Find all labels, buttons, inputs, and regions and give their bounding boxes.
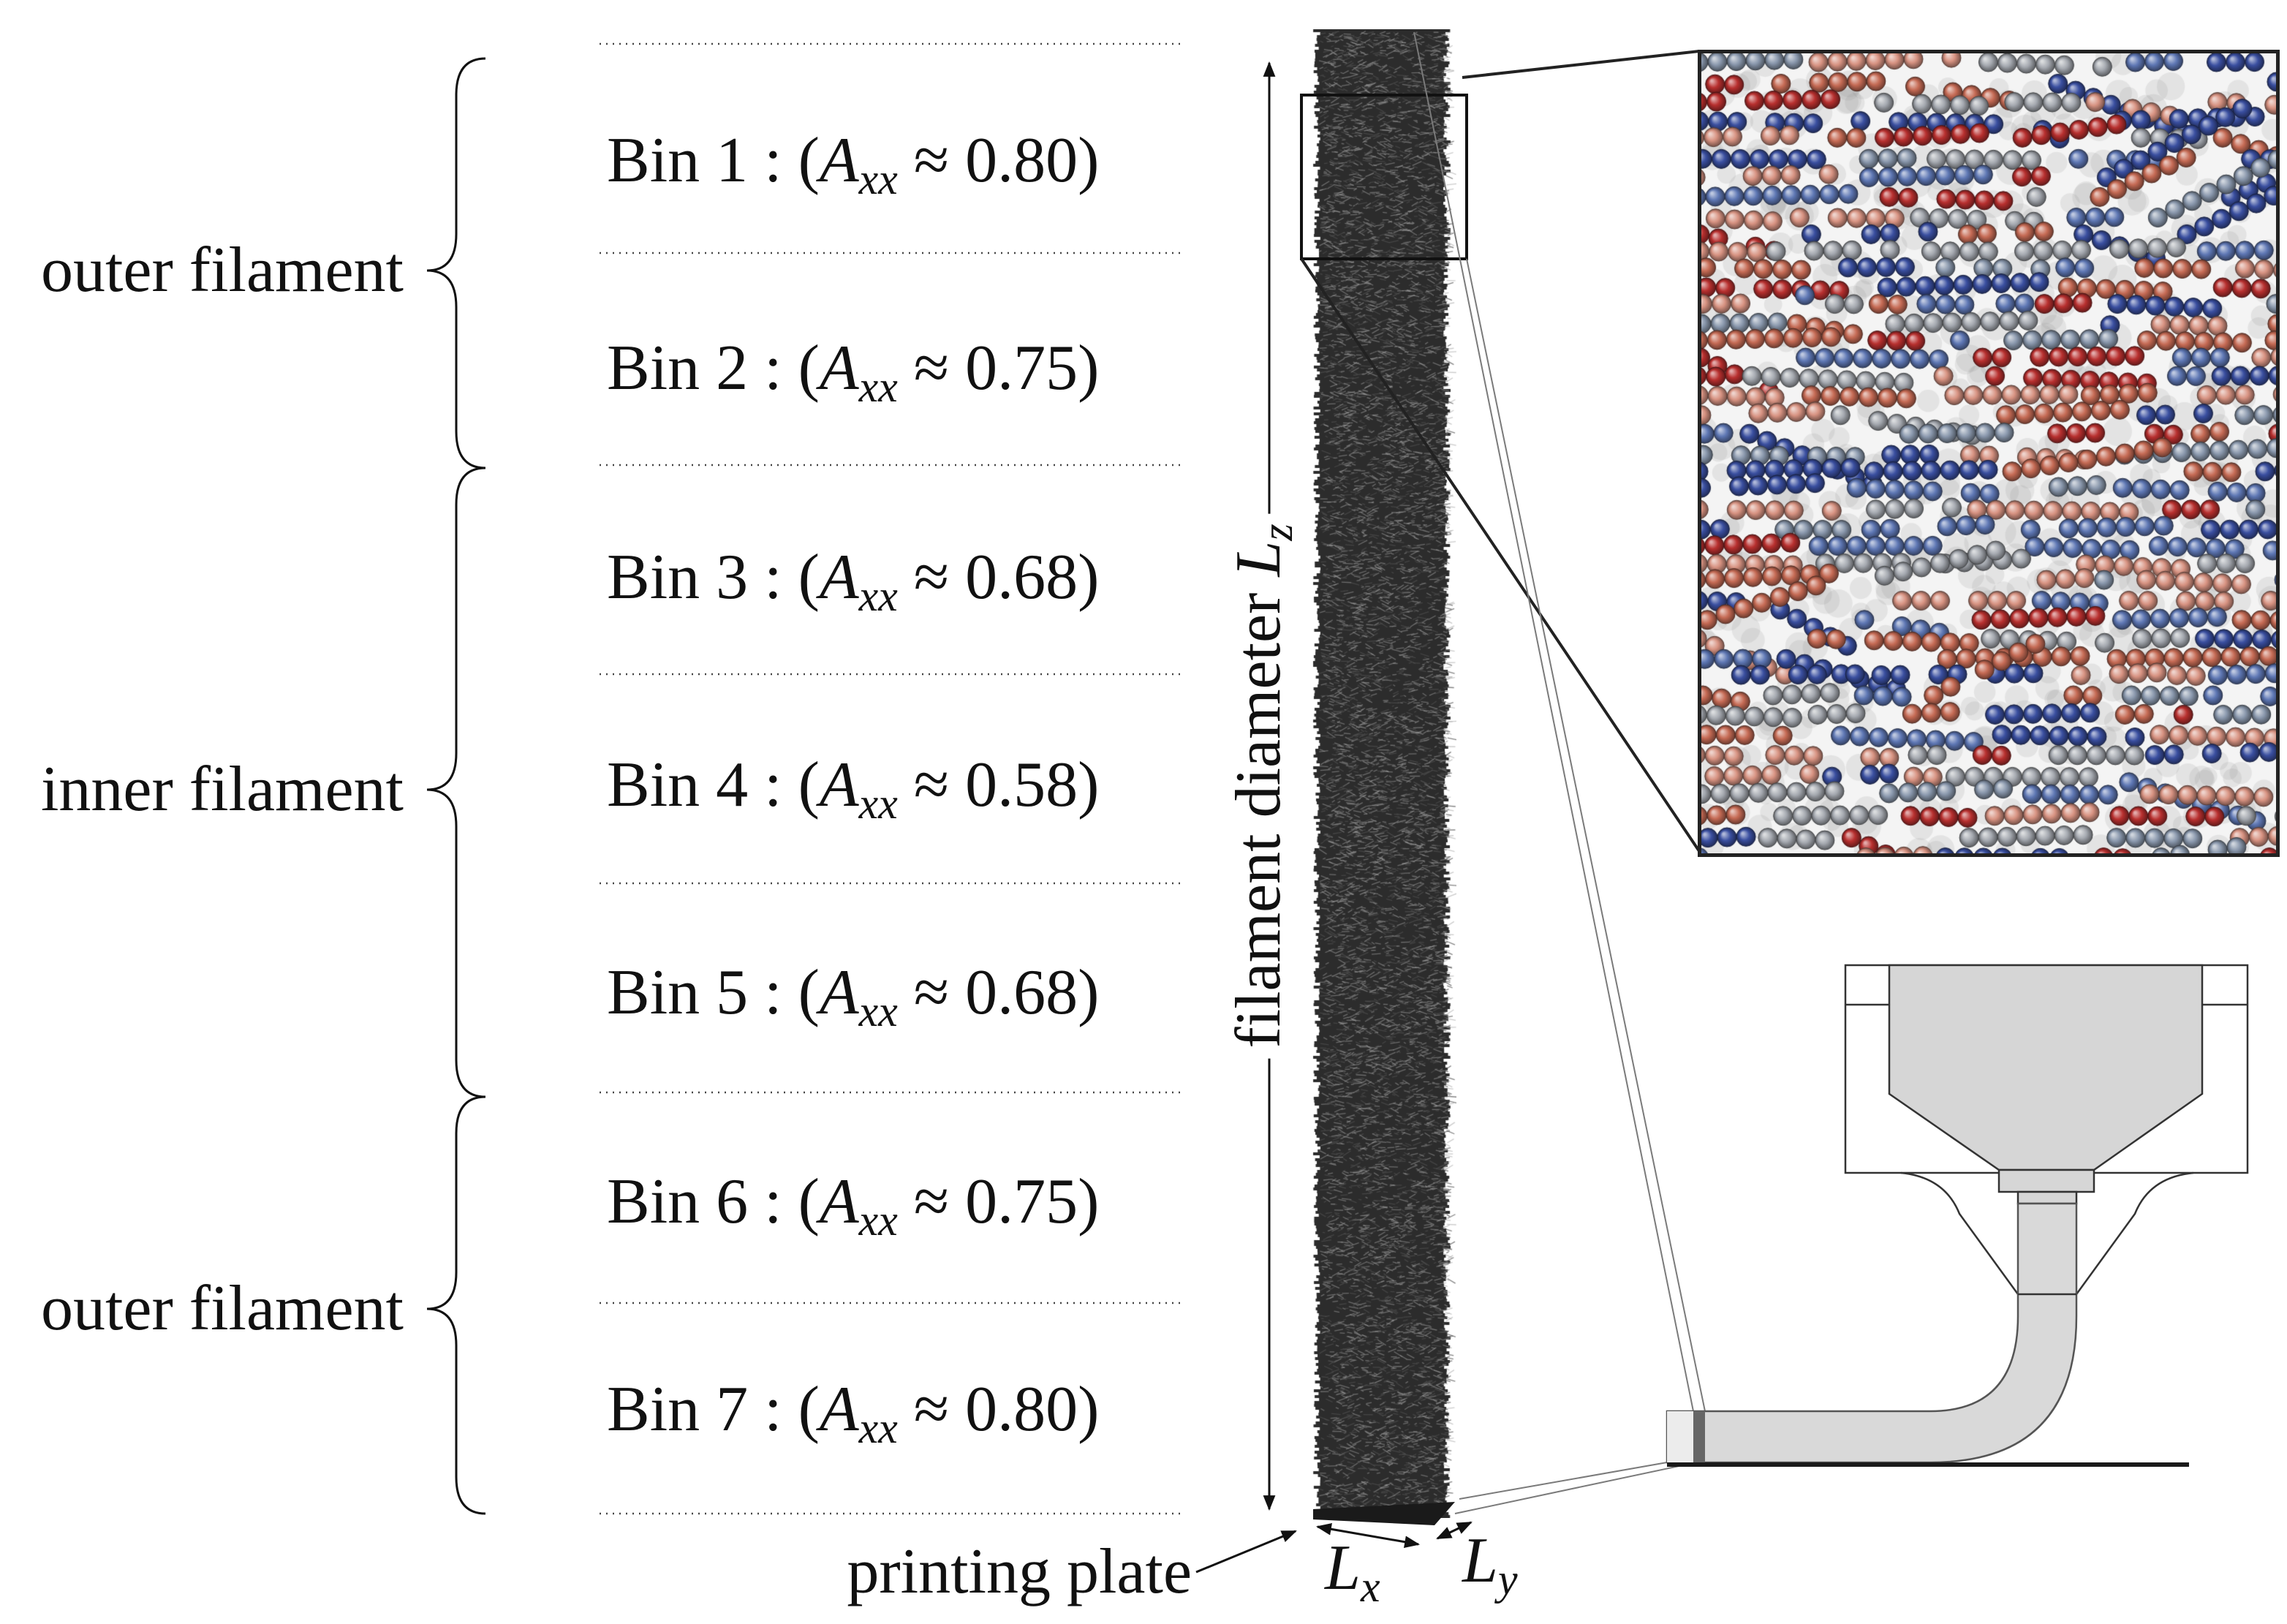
bin-label-2: Bin 2 : (Axx ≈ 0.75) (607, 328, 1099, 409)
outer-filament-brace-bottom (426, 1095, 486, 1515)
bin-label-prefix: Bin 7 : ( (607, 1374, 820, 1445)
axis-label-text: filament diameter (1223, 576, 1294, 1049)
projection-line (1454, 1462, 1697, 1514)
anisotropy-symbol: A (819, 957, 859, 1028)
nozzle-housing (1844, 964, 2249, 1174)
bin-label-value: ≈ 0.80) (897, 125, 1100, 196)
bin-label-value: ≈ 0.68) (897, 542, 1100, 613)
nozzle-hopper (1888, 964, 2204, 1171)
filament-segment-highlight (1693, 1411, 1705, 1462)
bin-label-prefix: Bin 6 : ( (607, 1166, 820, 1237)
filament-diameter-label: filament diameter Lz (1223, 513, 1301, 1059)
bin-label-value: ≈ 0.80) (897, 1374, 1100, 1445)
outer-filament-brace-top (426, 57, 486, 469)
anisotropy-symbol: A (819, 333, 859, 404)
lx-subscript: x (1360, 1562, 1380, 1611)
bin-label-value: ≈ 0.58) (897, 749, 1100, 820)
anisotropy-subscript: xx (858, 362, 898, 411)
zoom-connector-line-top (1462, 50, 1700, 79)
zoom-panel (1698, 50, 2280, 857)
bin-label-prefix: Bin 2 : ( (607, 333, 820, 404)
bin-label-value: ≈ 0.75) (897, 1166, 1100, 1237)
bin-label-6: Bin 6 : (Axx ≈ 0.75) (607, 1162, 1099, 1242)
bin-label-value: ≈ 0.68) (897, 957, 1100, 1028)
lx-symbol: L (1325, 1533, 1361, 1604)
projection-line (1466, 258, 1706, 1412)
anisotropy-subscript: xx (858, 154, 898, 203)
bin-label-1: Bin 1 : (Axx ≈ 0.80) (607, 121, 1099, 201)
region-label-inner: inner filament (40, 754, 404, 825)
axis-label-subscript: z (1252, 524, 1301, 541)
projection-line (1459, 1462, 1668, 1500)
filament-column-image (1310, 29, 1456, 1518)
region-label-outer-bottom: outer filament (40, 1273, 404, 1344)
nozzle-neck (1997, 1168, 2095, 1193)
anisotropy-subscript: xx (858, 571, 898, 620)
projection-lines (1413, 31, 1706, 1514)
anisotropy-subscript: xx (858, 1196, 898, 1245)
filament-segment-light (1667, 1411, 1693, 1462)
particle-zoom-image (1701, 53, 2276, 853)
ly-subscript: y (1497, 1555, 1518, 1604)
anisotropy-symbol: A (819, 542, 859, 613)
anisotropy-symbol: A (819, 749, 859, 820)
nozzle-tip (2016, 1190, 2078, 1205)
extruded-filament-tube (1666, 1202, 2078, 1464)
bin-label-4: Bin 4 : (Axx ≈ 0.58) (607, 745, 1099, 826)
printing-plate-label: printing plate (847, 1536, 1192, 1607)
anisotropy-symbol: A (819, 1374, 859, 1445)
lx-label: Lx (1325, 1533, 1380, 1609)
anisotropy-symbol: A (819, 125, 859, 196)
region-braces (426, 57, 486, 1515)
ly-label: Ly (1462, 1525, 1518, 1601)
inner-filament-brace (426, 467, 486, 1098)
bin-label-7: Bin 7 : (Axx ≈ 0.80) (607, 1370, 1099, 1450)
nozzle-cone (1900, 1171, 2194, 1296)
region-label-outer-top: outer filament (40, 235, 404, 306)
printing-plate-arrow (1195, 1530, 1297, 1574)
bin-label-prefix: Bin 4 : ( (607, 749, 820, 820)
anisotropy-subscript: xx (858, 1403, 898, 1452)
bin-label-3: Bin 3 : (Axx ≈ 0.68) (607, 537, 1099, 618)
bin-label-prefix: Bin 1 : ( (607, 125, 820, 196)
ly-symbol: L (1462, 1525, 1498, 1596)
anisotropy-subscript: xx (858, 779, 898, 828)
anisotropy-symbol: A (819, 1166, 859, 1237)
bin-label-prefix: Bin 5 : ( (607, 957, 820, 1028)
axis-label-symbol: L (1223, 540, 1294, 577)
bin-label-value: ≈ 0.75) (897, 333, 1100, 404)
bin-label-prefix: Bin 3 : ( (607, 542, 820, 613)
nozzle-drawing (1666, 964, 2249, 1467)
anisotropy-subscript: xx (858, 986, 898, 1035)
bin-label-5: Bin 5 : (Axx ≈ 0.68) (607, 953, 1099, 1033)
